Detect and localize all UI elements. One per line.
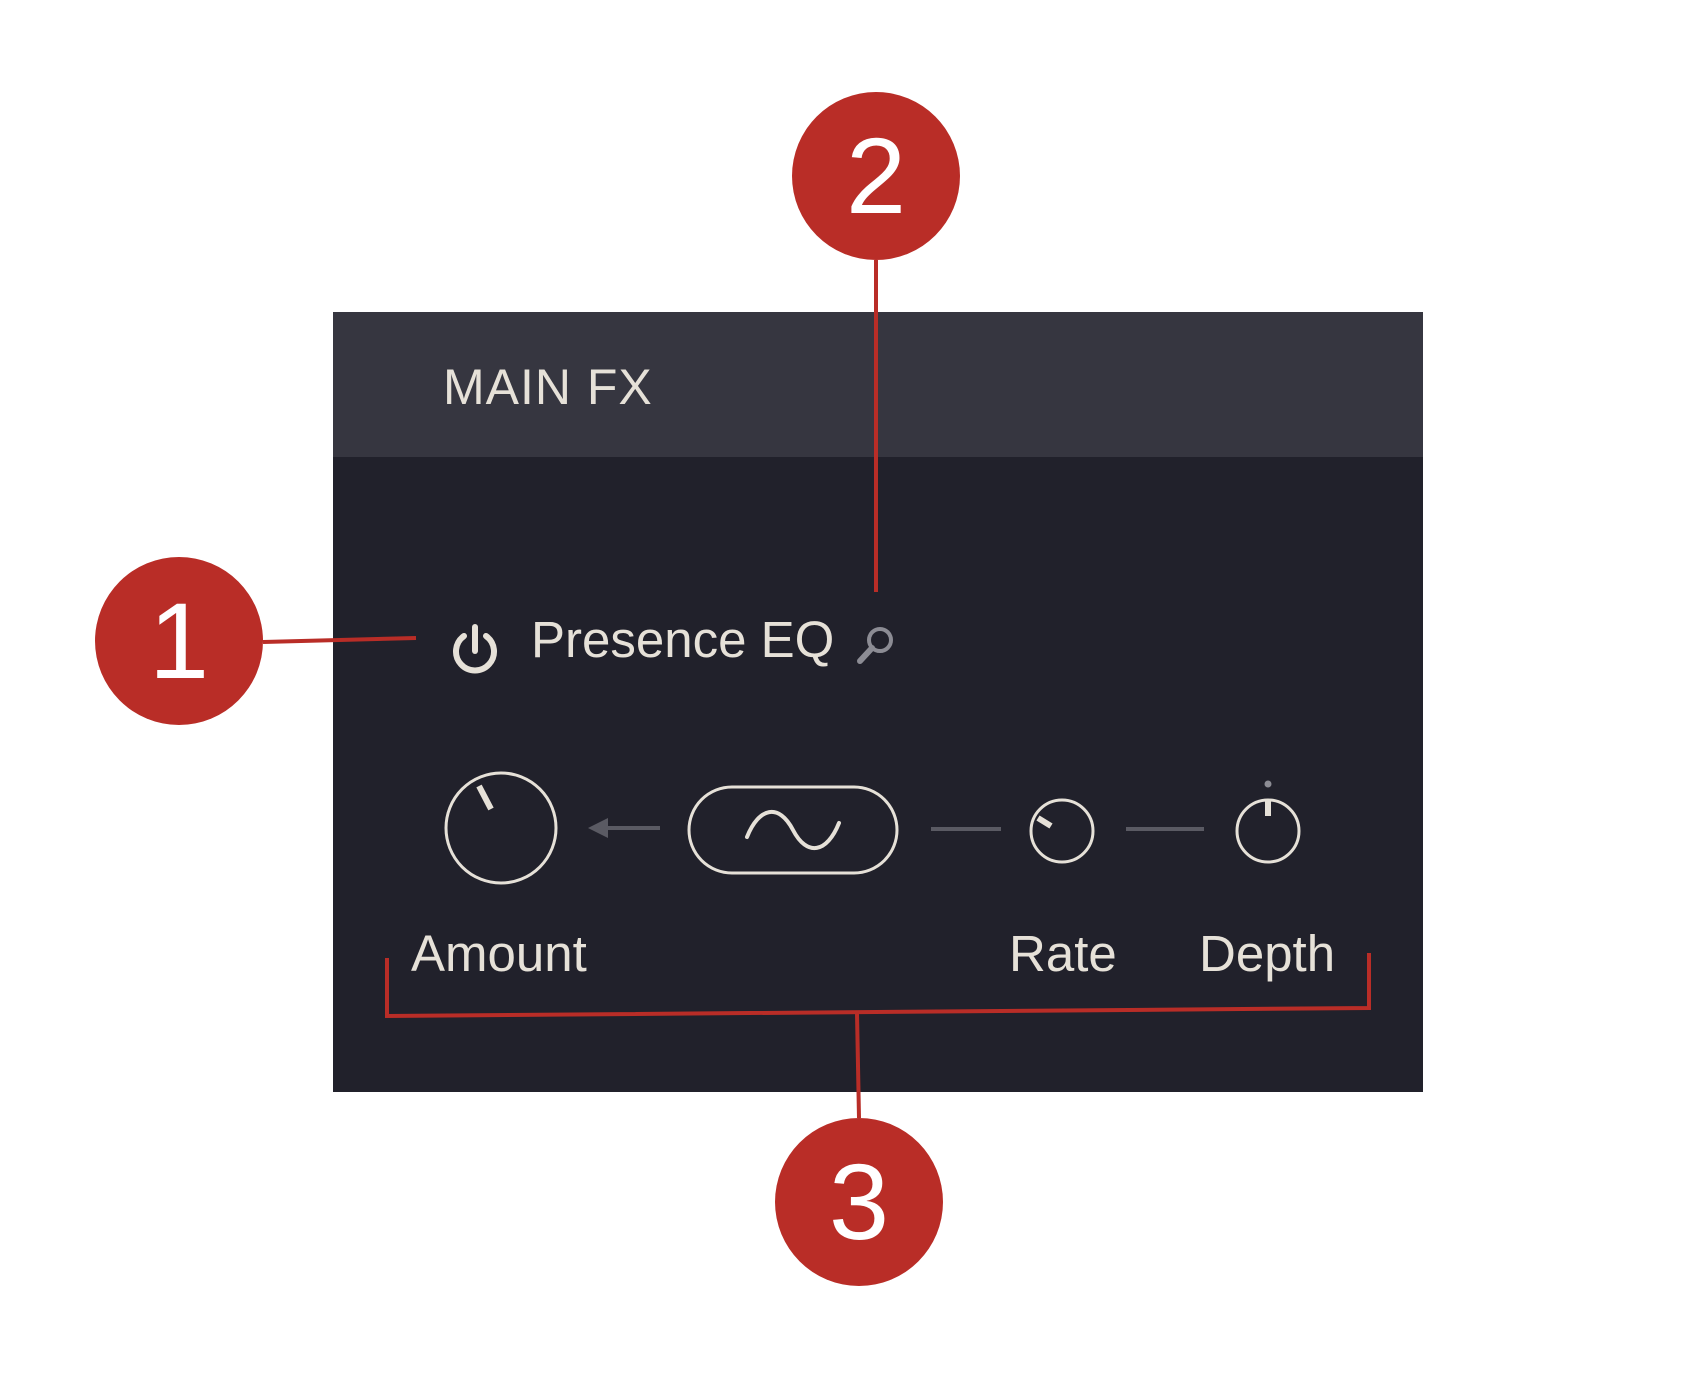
effect-name[interactable]: Presence EQ	[531, 611, 835, 668]
callout-1: 1	[95, 557, 263, 725]
depth-knob[interactable]	[1233, 780, 1303, 866]
panel-title: MAIN FX	[443, 359, 653, 415]
connector-line	[1126, 827, 1204, 831]
lfo-waveform-button[interactable]	[687, 785, 899, 875]
depth-indicator-dot	[1264, 780, 1272, 788]
connector-line	[931, 827, 1001, 831]
rate-label: Rate	[1009, 925, 1117, 982]
main-fx-panel: MAIN FX Presence EQ	[333, 312, 1423, 1092]
depth-label: Depth	[1199, 925, 1336, 982]
sine-wave-icon	[745, 810, 841, 850]
arrow-left-icon	[588, 818, 660, 838]
search-icon[interactable]	[853, 622, 899, 668]
amount-knob[interactable]	[443, 770, 559, 886]
rate-knob[interactable]	[1027, 796, 1097, 866]
amount-label: Amount	[411, 925, 587, 982]
callout-2: 2	[792, 92, 960, 260]
power-icon[interactable]	[445, 619, 505, 679]
panel-header: MAIN FX	[333, 312, 1423, 457]
callout-3: 3	[775, 1118, 943, 1286]
